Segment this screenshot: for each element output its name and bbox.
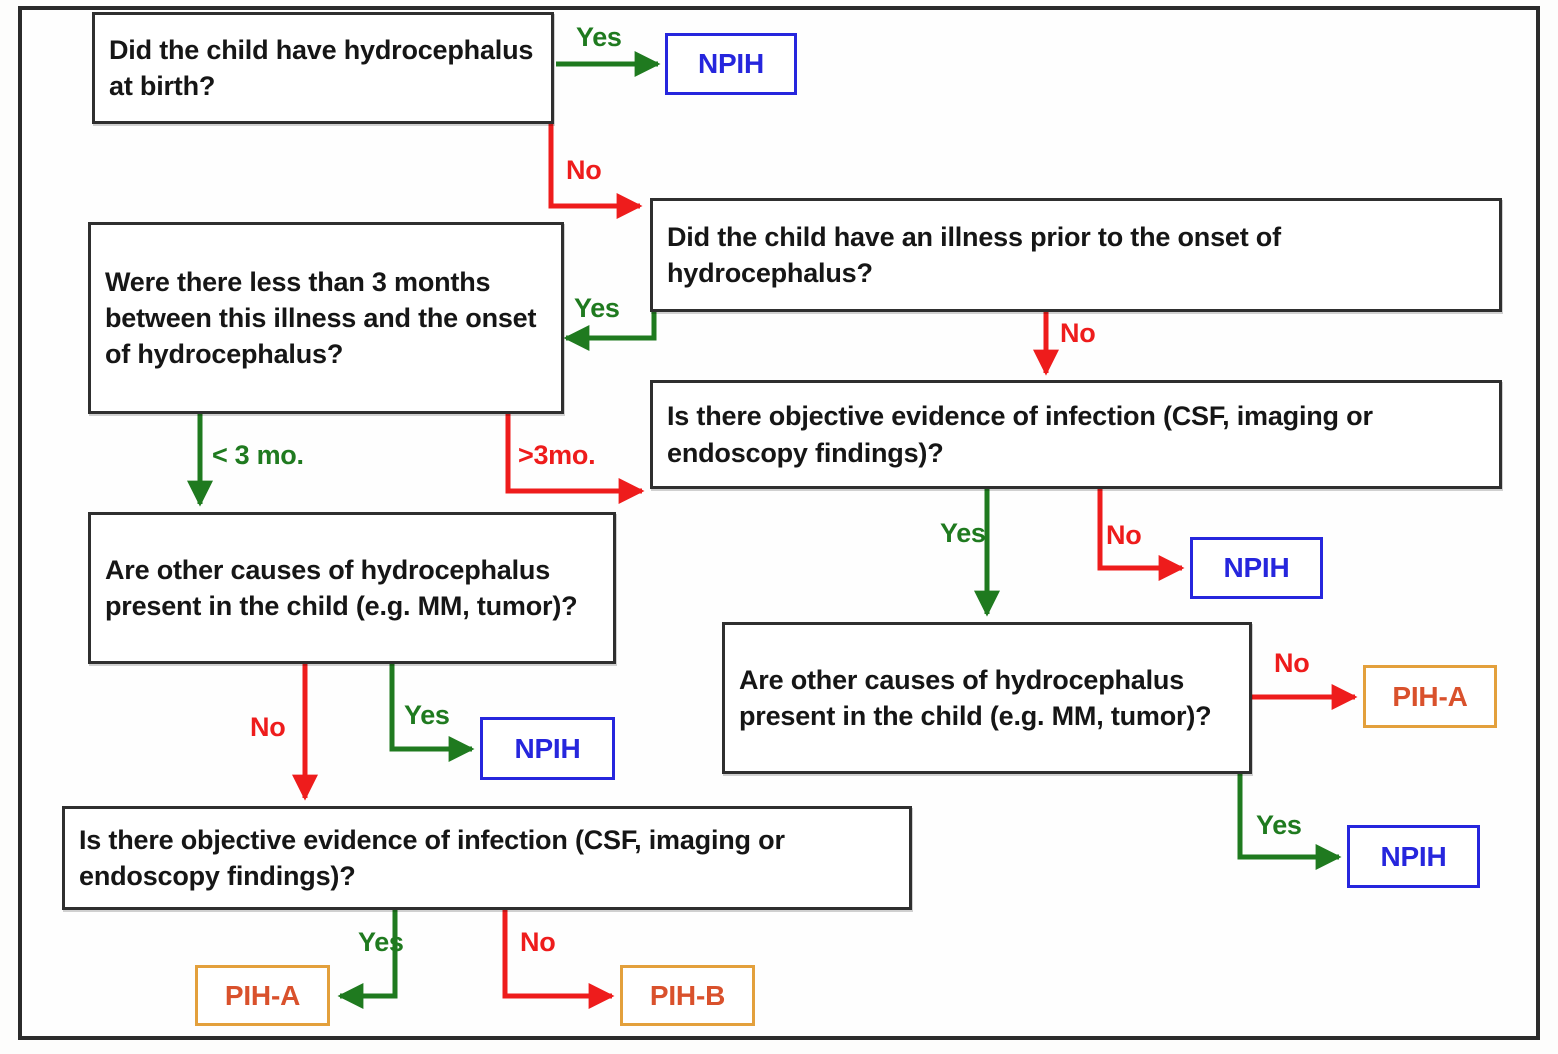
- edge-label-q5-yes: Yes: [404, 700, 450, 730]
- edge-label-q7-yes: Yes: [358, 927, 404, 957]
- edge-label-q1-yes: Yes: [576, 22, 622, 52]
- edge-label-q6-yes: Yes: [1256, 810, 1302, 840]
- question-text: Did the child have hydrocephalus at birt…: [109, 34, 534, 101]
- terminal-npih-other-causes-left[interactable]: NPIH: [480, 717, 615, 780]
- question-text: Are other causes of hydrocephalus presen…: [105, 554, 578, 621]
- edge-label-q5-no: No: [250, 712, 286, 742]
- edge-label-q4-no: No: [1106, 520, 1142, 550]
- terminal-label: NPIH: [1380, 840, 1447, 872]
- edge-label-q7-no: No: [520, 927, 556, 957]
- edge-label-q2-yes: Yes: [574, 293, 620, 323]
- question-box-other-causes-left[interactable]: Are other causes of hydrocephalus presen…: [88, 512, 616, 664]
- question-box-objective-evidence-infection-bottom[interactable]: Is there objective evidence of infection…: [62, 806, 912, 910]
- question-box-hydrocephalus-at-birth[interactable]: Did the child have hydrocephalus at birt…: [92, 12, 554, 124]
- edge-label-q3-greater-than-3-months: >3mo.: [518, 440, 596, 470]
- edge-label-q2-no: No: [1060, 318, 1096, 348]
- terminal-label: NPIH: [697, 48, 765, 79]
- terminal-npih-other-causes-right[interactable]: NPIH: [1347, 825, 1480, 888]
- terminal-pihb-bottom[interactable]: PIH-B: [620, 965, 755, 1026]
- question-box-less-than-3-months[interactable]: Were there less than 3 months between th…: [88, 222, 564, 414]
- edge-label-q1-no: No: [566, 155, 602, 185]
- terminal-npih-birth[interactable]: NPIH: [665, 33, 797, 95]
- question-box-objective-evidence-infection-right[interactable]: Is there objective evidence of infection…: [650, 380, 1502, 489]
- question-text: Are other causes of hydrocephalus presen…: [739, 664, 1212, 731]
- terminal-piha-no-other-causes-right[interactable]: PIH-A: [1363, 665, 1497, 728]
- terminal-npih-no-infection-evidence[interactable]: NPIH: [1190, 537, 1323, 599]
- terminal-label: NPIH: [514, 732, 581, 764]
- question-text: Is there objective evidence of infection…: [667, 401, 1373, 468]
- terminal-label: NPIH: [1223, 552, 1290, 583]
- question-box-other-causes-right[interactable]: Are other causes of hydrocephalus presen…: [722, 622, 1252, 774]
- terminal-piha-bottom[interactable]: PIH-A: [195, 965, 330, 1026]
- question-box-illness-prior-to-onset[interactable]: Did the child have an illness prior to t…: [650, 198, 1502, 312]
- edge-label-q4-yes: Yes: [940, 518, 986, 548]
- terminal-label: PIH-B: [649, 979, 726, 1011]
- question-text: Were there less than 3 months between th…: [105, 266, 537, 370]
- terminal-label: PIH-A: [224, 979, 301, 1011]
- edge-label-q3-less-than-3-months: < 3 mo.: [212, 440, 304, 470]
- edge-label-q6-no: No: [1274, 648, 1310, 678]
- terminal-label: PIH-A: [1392, 680, 1468, 712]
- question-text: Is there objective evidence of infection…: [79, 824, 785, 891]
- question-text: Did the child have an illness prior to t…: [667, 221, 1281, 288]
